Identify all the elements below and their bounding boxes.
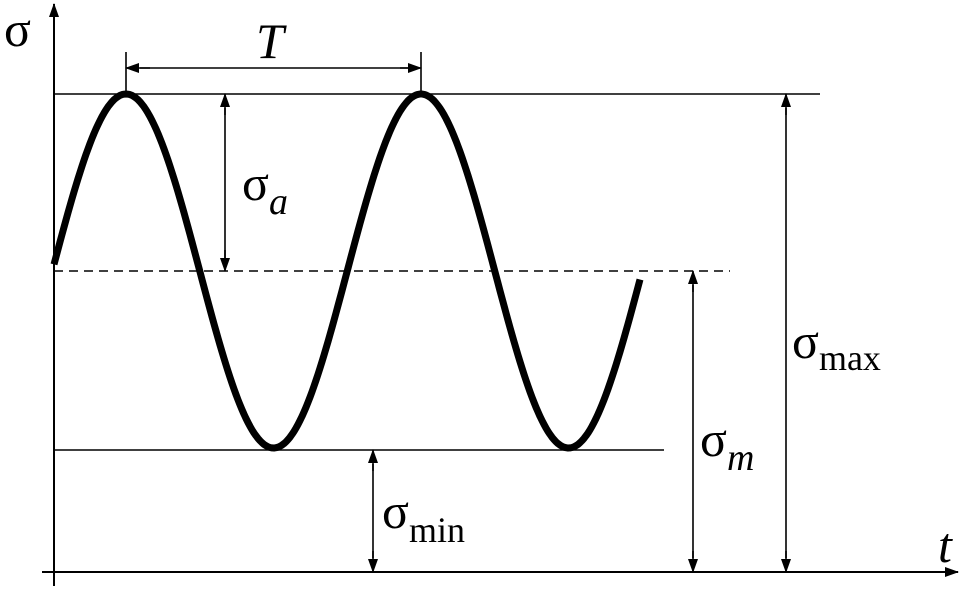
- amplitude-label: σa: [242, 155, 288, 221]
- period-label: T: [256, 16, 284, 66]
- mean-label: σm: [700, 411, 754, 477]
- x-axis-label: t: [938, 520, 952, 570]
- stress-wave-curve: [50, 90, 644, 452]
- min-label: σmin: [382, 483, 465, 548]
- amplitude-symbol: σ: [242, 155, 269, 211]
- min-symbol: σ: [382, 483, 409, 539]
- mean-symbol: σ: [700, 411, 727, 467]
- mean-subscript: m: [726, 437, 755, 479]
- amplitude-subscript: a: [268, 181, 288, 223]
- period-symbol: T: [256, 13, 284, 69]
- min-subscript: min: [408, 510, 465, 550]
- y-axis-symbol: σ: [4, 1, 31, 57]
- max-label: σmax: [792, 313, 881, 376]
- max-subscript: max: [818, 338, 881, 378]
- x-axis-symbol: t: [938, 517, 952, 573]
- max-symbol: σ: [792, 313, 819, 369]
- y-axis-label: σ: [4, 4, 31, 54]
